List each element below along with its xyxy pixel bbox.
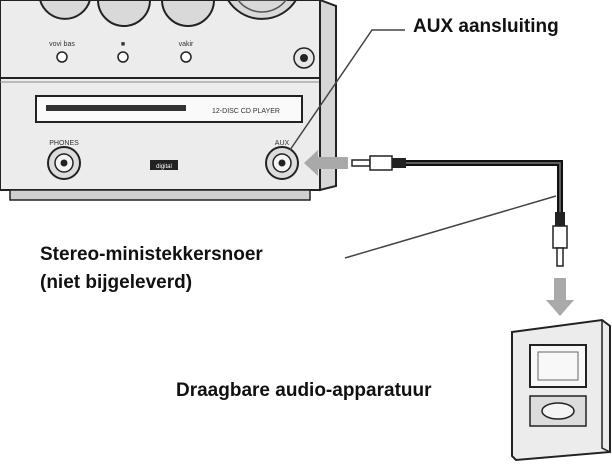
top-plug-body — [552, 225, 568, 249]
device-screen-inner — [537, 351, 579, 381]
cord-label-line2: (niet bijgeleverd) — [40, 272, 193, 293]
small-button-3 — [180, 51, 192, 63]
top-jack-hole — [300, 54, 308, 62]
side-plug-tip — [351, 159, 371, 167]
mini-plug-icon — [552, 212, 568, 267]
device-edge — [601, 320, 611, 453]
disc-slot — [46, 105, 186, 111]
device-wheel — [541, 402, 575, 420]
cable-highlight — [406, 162, 561, 212]
cable — [406, 160, 563, 212]
knob-3 — [160, 0, 216, 27]
arrow-to-device — [546, 278, 574, 316]
aux-leader-line — [289, 29, 405, 151]
small-button-2 — [117, 51, 129, 63]
button-label-1: vovi bas — [49, 41, 75, 48]
knob-2 — [96, 0, 152, 27]
arrow-to-jack — [304, 150, 348, 176]
portable-audio-device — [511, 318, 611, 462]
button-label-3: vakir — [179, 41, 194, 48]
stereo-unit: vovi bas ■ vakir 12-DISC CD PLAYER PHONE… — [0, 0, 337, 201]
arrow-down-icon — [546, 278, 574, 316]
portable-device-label: Draagbare audio-apparatuur — [176, 380, 432, 401]
aux-connection-label: AUX aansluiting — [413, 16, 559, 37]
arrow-left-icon — [304, 150, 348, 176]
top-plug-collar — [555, 212, 565, 226]
small-button-1 — [56, 51, 68, 63]
device-body — [511, 318, 611, 462]
side-plug-collar — [392, 158, 406, 168]
aux-jack-hole — [278, 159, 286, 167]
mini-plug-icon — [351, 155, 406, 171]
right-jack-label: AUX — [275, 140, 290, 147]
top-plug-tip — [556, 247, 564, 267]
logo-text: digital — [156, 164, 172, 170]
side-plug-body — [369, 155, 393, 171]
knob-1 — [38, 0, 92, 20]
disc-slot-label: 12-DISC CD PLAYER — [212, 108, 280, 115]
left-jack-label: PHONES — [49, 140, 79, 147]
volume-knob-ring — [237, 0, 287, 13]
cord-label-line1: Stereo-ministekkersnoer — [40, 244, 263, 265]
left-jack-hole — [60, 159, 68, 167]
volume-knob — [226, 0, 298, 20]
cord-leader-line — [344, 195, 557, 259]
logo-box — [150, 160, 178, 170]
unit-foot — [9, 189, 311, 201]
button-label-2: ■ — [121, 41, 125, 48]
